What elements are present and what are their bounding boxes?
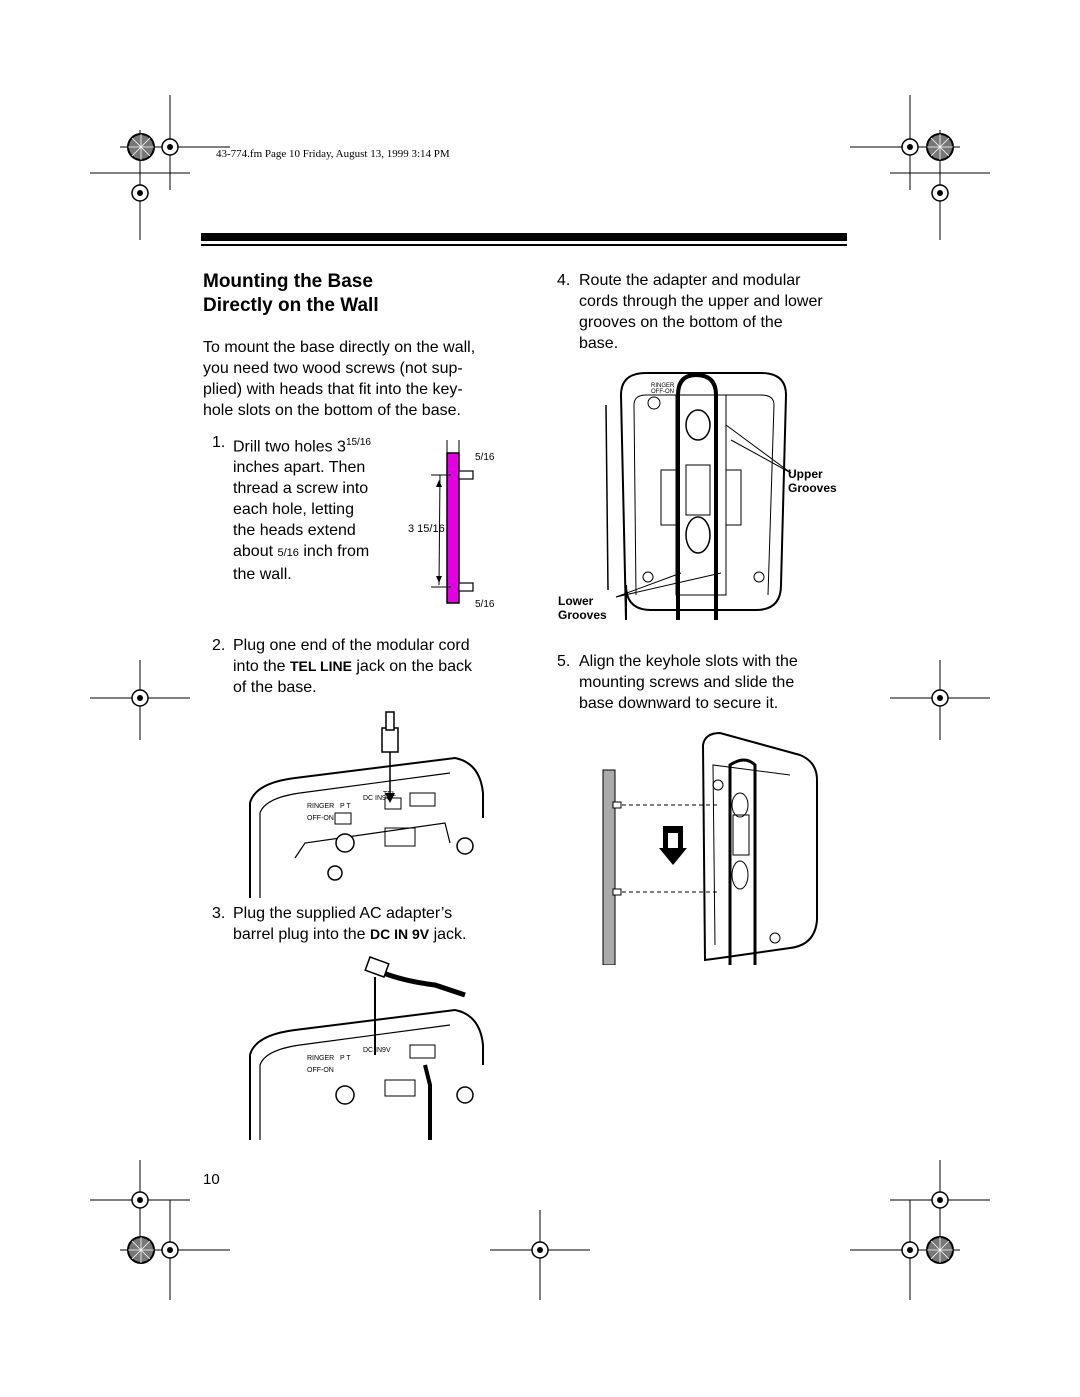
header-rule <box>201 233 847 241</box>
svg-text:DC IN9V: DC IN9V <box>363 1047 391 1054</box>
svg-text:OFF-ON: OFF-ON <box>651 389 674 395</box>
grooves-figure: RINGER OFF-ON Upper Grooves Lower Groove… <box>558 372 837 622</box>
header-rule-thin <box>201 244 847 246</box>
svg-text:OFF-ON: OFF-ON <box>307 815 334 822</box>
svg-text:P T: P T <box>340 1055 351 1062</box>
svg-text:RINGER: RINGER <box>307 1055 334 1062</box>
lower-label: Lower <box>558 594 594 608</box>
intro-paragraph: To mount the base directly on the wall, … <box>203 339 476 419</box>
tel-line-figure: RINGER OFF-ON P T DC IN9V TEL <box>249 711 484 898</box>
dim-top-label: 5/16 <box>475 452 495 463</box>
section-title: Mounting the Base Directly on the Wall <box>203 271 379 316</box>
page-number: 10 <box>203 1171 220 1188</box>
screw-spacing-figure: 5/16 3 15/16 5/16 <box>408 440 495 610</box>
svg-text:RINGER: RINGER <box>651 383 675 389</box>
lower-grooves-label: Grooves <box>558 608 607 622</box>
svg-text:P T: P T <box>340 803 351 810</box>
dim-mid-label: 3 15/16 <box>408 523 445 535</box>
svg-text:RINGER: RINGER <box>307 803 334 810</box>
upper-label: Upper <box>788 467 823 481</box>
upper-grooves-label: Grooves <box>788 481 837 495</box>
wall-mount-figure <box>602 731 818 965</box>
dim-bottom-label: 5/16 <box>475 599 495 610</box>
dc-in-figure: RINGER OFF-ON P T DC IN9V <box>249 956 484 1140</box>
svg-text:OFF-ON: OFF-ON <box>307 1067 334 1074</box>
svg-text:DC IN9V: DC IN9V <box>363 795 391 802</box>
file-header: 43-774.fm Page 10 Friday, August 13, 199… <box>216 148 450 160</box>
